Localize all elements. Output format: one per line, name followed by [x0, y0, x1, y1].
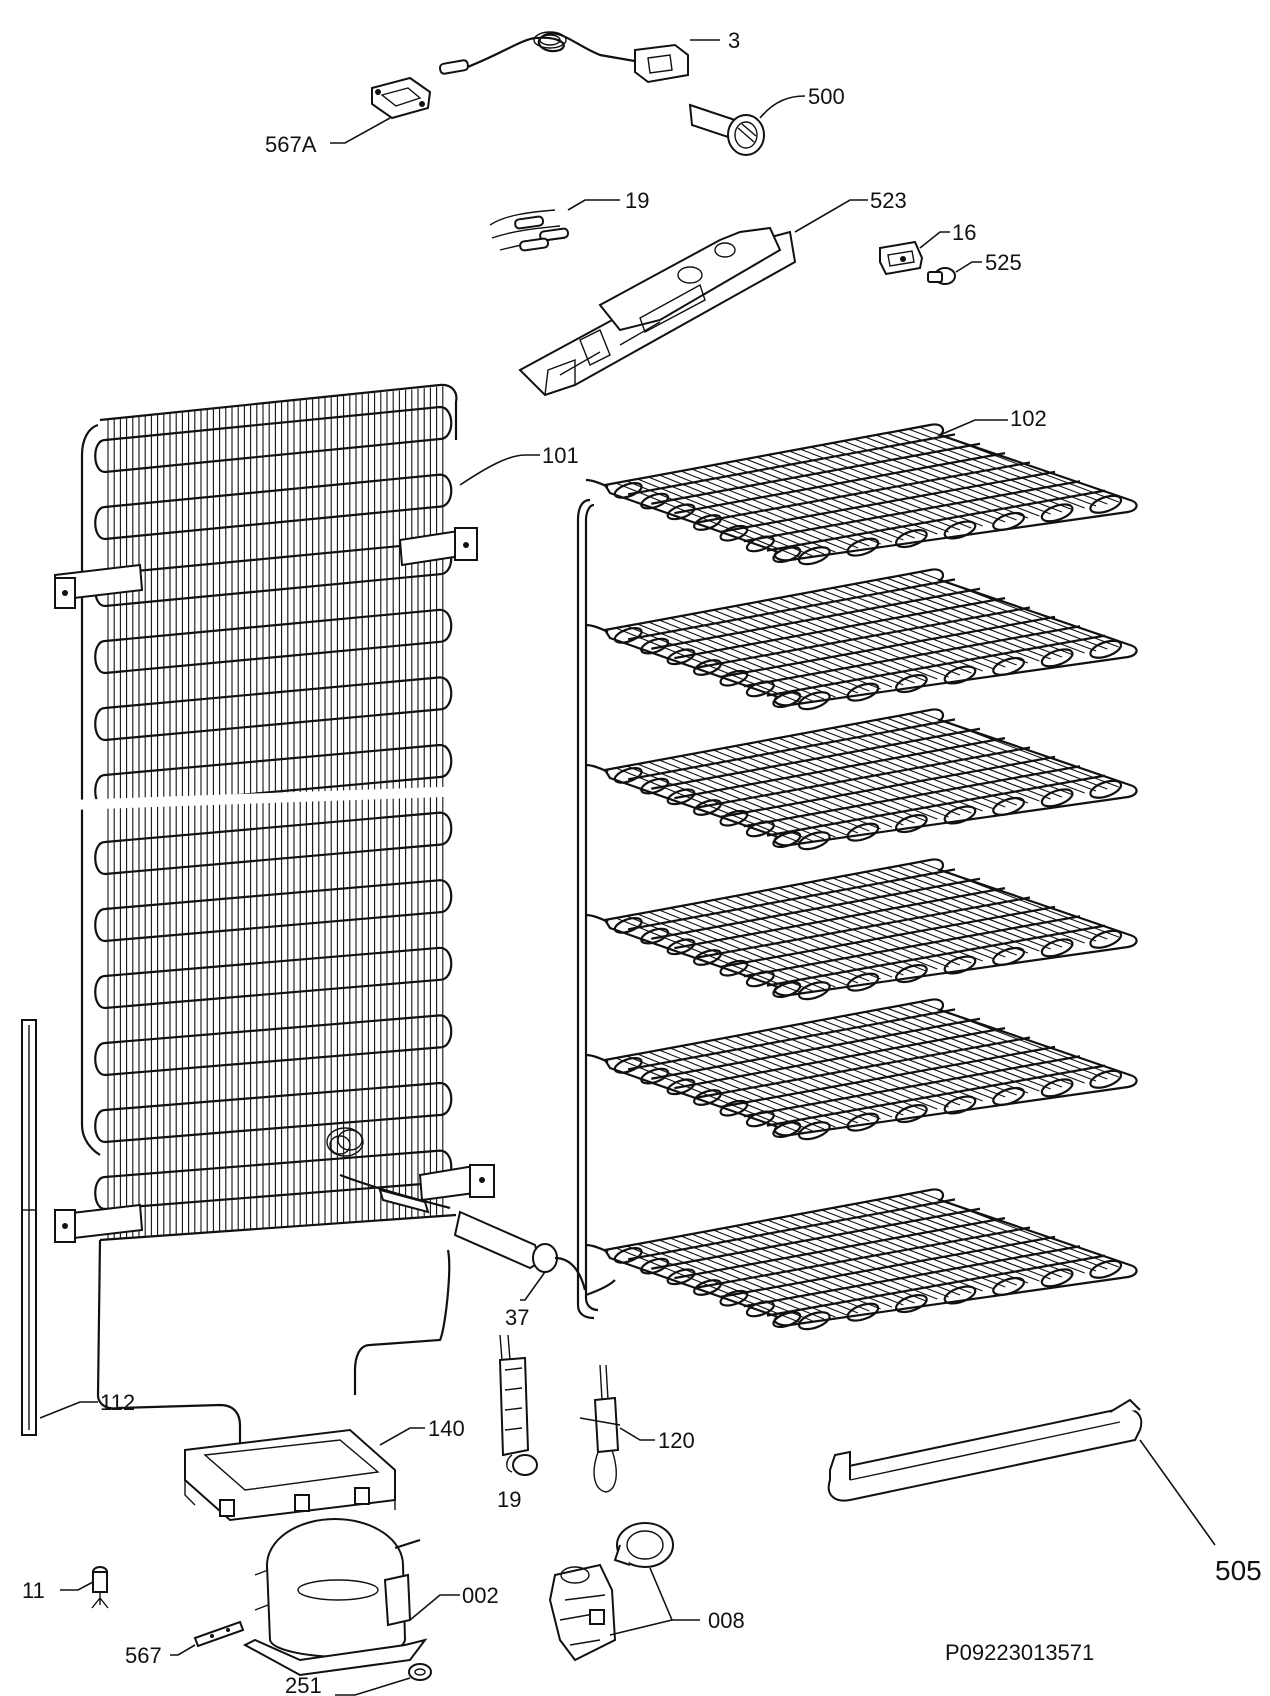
compressor-base-part — [184, 1428, 396, 1522]
evaporator-shelf — [585, 708, 1138, 851]
label-505: 505 — [1215, 1555, 1262, 1586]
switch-part — [879, 240, 924, 276]
evaporator-shelf — [585, 998, 1138, 1141]
label-16: 16 — [952, 220, 976, 245]
condenser-bracket-tr — [398, 527, 478, 567]
connector-set-part — [489, 209, 570, 252]
condenser-bracket-bl — [53, 1203, 144, 1243]
relay-bracket-part — [371, 76, 432, 120]
label-567: 567 — [125, 1643, 162, 1668]
condenser-fin-grid — [107, 386, 444, 1240]
label-102: 102 — [1010, 406, 1047, 431]
thermostat-knob-part — [688, 103, 765, 156]
label-140: 140 — [428, 1416, 465, 1441]
clip-part — [193, 1620, 245, 1648]
label-112: 112 — [100, 1390, 135, 1415]
label-101: 101 — [542, 443, 579, 468]
heater-wire-part — [498, 1334, 538, 1476]
condenser-bracket-tl — [53, 563, 144, 609]
thermostat-part — [438, 31, 689, 84]
condenser-bracket-br — [418, 1163, 495, 1202]
lamp-part — [927, 267, 956, 285]
label-19-top: 19 — [625, 188, 649, 213]
evaporator-shelf — [585, 423, 1138, 566]
label-523: 523 — [870, 188, 907, 213]
label-3: 3 — [728, 28, 740, 53]
condenser-serpentine — [94, 405, 453, 1211]
thermal-fuse-part — [579, 1364, 621, 1493]
evaporator-part — [576, 423, 1138, 1331]
label-567a: 567A — [265, 132, 317, 157]
condenser-part — [53, 383, 495, 1243]
label-002: 002 — [462, 1583, 499, 1608]
label-37: 37 — [505, 1305, 529, 1330]
label-008: 008 — [708, 1608, 745, 1633]
drain-strip-part — [21, 1019, 37, 1436]
document-code: P09223013571 — [945, 1640, 1094, 1665]
starter-relay-part — [548, 1522, 674, 1662]
control-housing-part — [518, 226, 797, 397]
label-525: 525 — [985, 250, 1022, 275]
label-251: 251 — [285, 1673, 322, 1696]
label-120: 120 — [658, 1428, 695, 1453]
nut-part — [408, 1663, 432, 1681]
compressor-part — [242, 1518, 428, 1677]
drier-filter-part — [326, 1127, 587, 1291]
grommet-part — [91, 1566, 109, 1609]
label-11: 11 — [22, 1578, 45, 1603]
label-19-bottom: 19 — [497, 1487, 521, 1512]
label-500: 500 — [808, 84, 845, 109]
evaporator-shelf — [585, 858, 1138, 1001]
handle-part — [827, 1398, 1143, 1502]
evaporator-shelf — [585, 568, 1138, 711]
evaporator-shelf — [585, 1188, 1138, 1331]
